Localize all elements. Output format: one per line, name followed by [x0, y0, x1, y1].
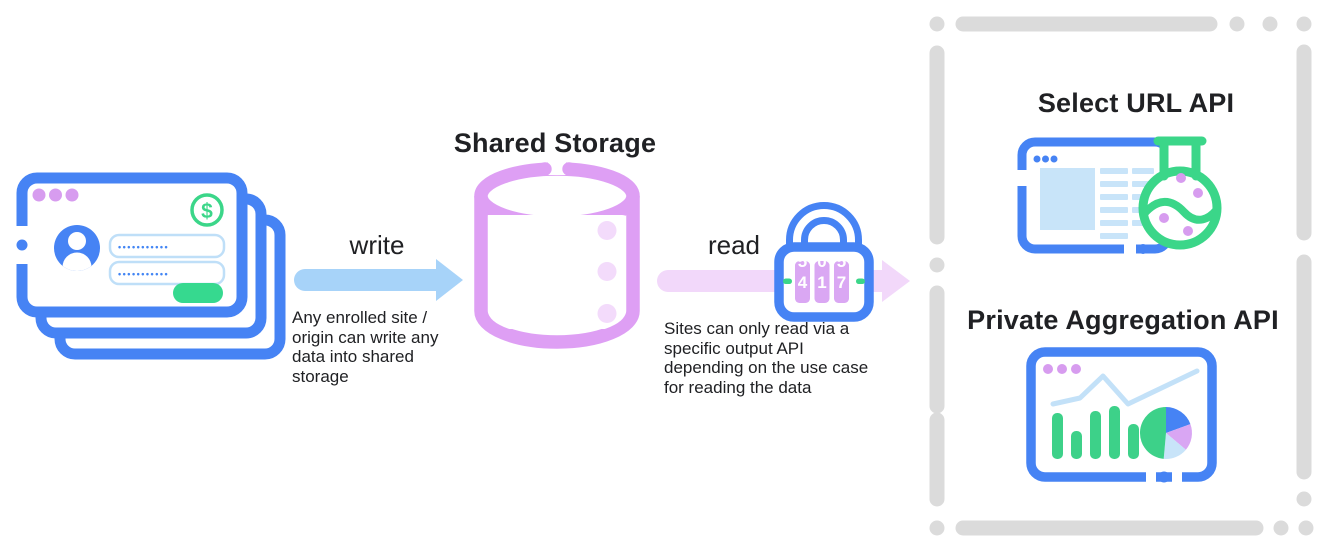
- select-url-api-icon: [1015, 136, 1222, 256]
- submit-button-shape: [173, 283, 223, 303]
- output-apis-container: [929, 16, 1314, 536]
- svg-text:0: 0: [837, 301, 846, 320]
- shared-storage-database-icon: [474, 158, 640, 349]
- read-description: Sites can only read via a specific outpu…: [664, 319, 869, 397]
- write-label: write: [349, 230, 405, 260]
- window-dots-icon: [32, 188, 79, 202]
- svg-text:2: 2: [817, 301, 826, 320]
- card-border-dot: [16, 239, 28, 251]
- lock-code-wheels: 4 1 7 5 0 5 5 2 0: [783, 252, 865, 320]
- private-aggregation-api-icon: [1026, 347, 1217, 484]
- read-label: read: [707, 230, 761, 260]
- write-description: Any enrolled site / origin can write any…: [292, 308, 439, 386]
- flask-bubbles: [1159, 173, 1203, 236]
- lock-digit-1: 4: [798, 273, 808, 292]
- dollar-icon: $: [190, 193, 224, 227]
- flask-icon: [1138, 136, 1222, 250]
- svg-text:5: 5: [798, 252, 807, 271]
- combination-lock-icon: 4 1 7 5 0 5 5 2 0: [774, 202, 874, 322]
- lock-digit-2: 1: [817, 273, 826, 292]
- shared-storage-title: Shared Storage: [453, 128, 657, 158]
- browser-dots-icon: [1043, 364, 1081, 374]
- svg-text:5: 5: [837, 252, 846, 271]
- dollar-glyph: $: [201, 200, 213, 223]
- select-url-api-title: Select URL API: [1037, 88, 1235, 118]
- svg-text:0: 0: [817, 252, 826, 271]
- content-lines: [1100, 168, 1154, 239]
- svg-text:5: 5: [798, 301, 807, 320]
- content-block: [1040, 168, 1095, 230]
- line-chart-icon: [1050, 368, 1200, 407]
- password-field-1: •••••••••••: [108, 233, 226, 259]
- password-dots-1: •••••••••••: [118, 242, 169, 252]
- password-field-2: •••••••••••: [108, 260, 226, 286]
- write-arrow: [294, 259, 463, 301]
- bar-chart-icon: [1052, 406, 1139, 459]
- lock-digit-3: 7: [837, 273, 846, 292]
- private-aggregation-api-title: Private Aggregation API: [967, 305, 1279, 335]
- login-windows-stack-icon: $ ••••••••••• •••••••••••: [14, 172, 286, 360]
- pie-chart-icon: [1139, 406, 1192, 459]
- avatar-icon: [54, 225, 100, 271]
- browser-dots-icon: [1033, 155, 1058, 163]
- password-dots-2: •••••••••••: [118, 269, 169, 279]
